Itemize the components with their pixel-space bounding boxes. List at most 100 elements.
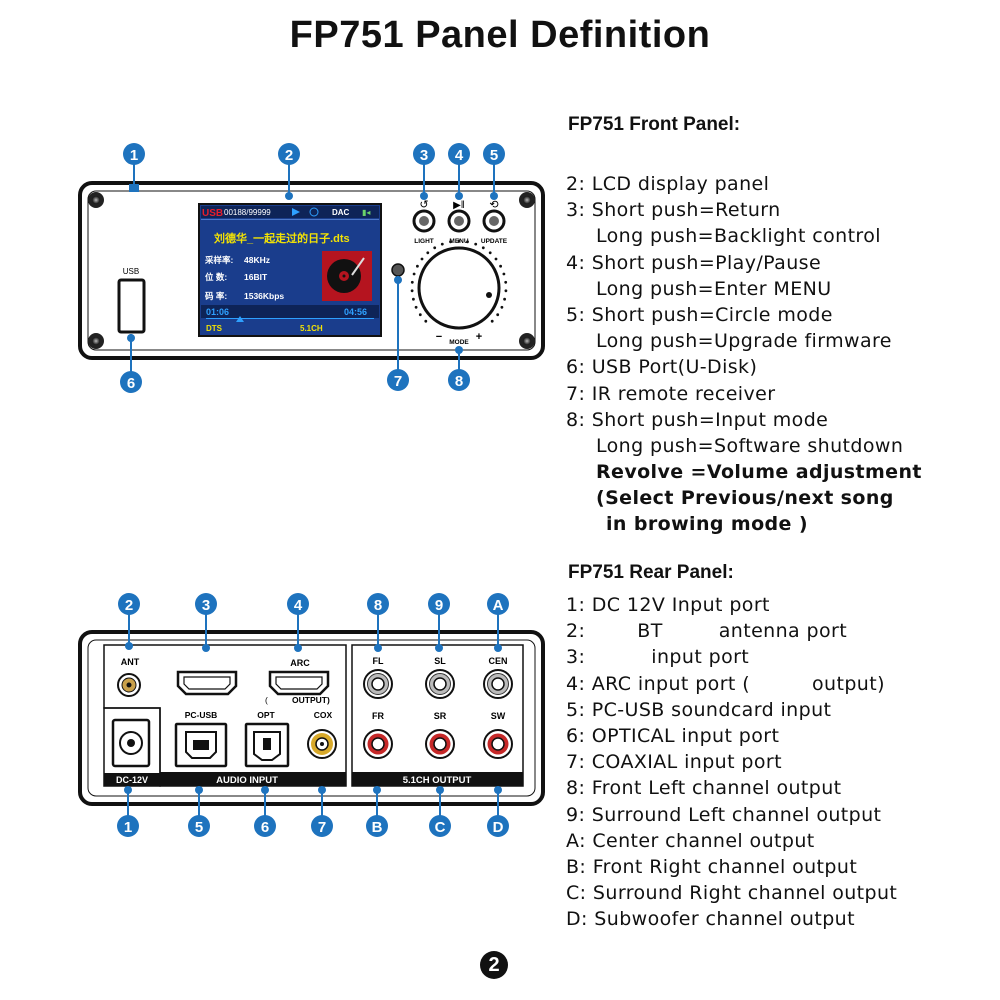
knob-tick — [488, 251, 492, 255]
svg-text:3: 3 — [202, 597, 210, 614]
list-item-text: Long push=Upgrade firmware — [596, 330, 892, 353]
list-item-text: 9: — [566, 803, 586, 826]
knob-minus: − — [436, 331, 442, 343]
list-item: B: Front Right channel output — [566, 854, 996, 880]
list-item: D: Subwoofer channel output — [566, 906, 996, 932]
screw-icon — [519, 192, 535, 208]
list-item-text: A: — [566, 829, 586, 852]
page-number: 2 — [480, 951, 508, 979]
list-item-text: 5: — [566, 303, 586, 326]
knob-plus: + — [476, 331, 482, 343]
list-item-text: 2: — [566, 173, 586, 195]
front-panel-diagram: USB USB 00188/99999 DAC ▮◂ 刘德华_一起走过的日子.d… — [78, 143, 545, 393]
rca-cen — [483, 669, 513, 699]
list-item-text: PC-USB soundcard input — [591, 698, 832, 721]
list-item: Long push=Enter MENU — [566, 276, 996, 302]
list-item: 6: USB Port(U-Disk) — [566, 354, 996, 380]
usb-port[interactable] — [117, 278, 146, 334]
update-button[interactable] — [482, 209, 506, 233]
list-item-text: Surround Right channel output — [592, 882, 898, 905]
audio-input-caption: AUDIO INPUT — [216, 775, 278, 786]
lcd-song-title: 刘德华_一起走过的日子.dts — [214, 231, 350, 245]
svg-text:D: D — [493, 819, 504, 836]
list-item-text: Surround Left channel output — [591, 803, 882, 826]
list-item: C: Surround Right channel output — [566, 880, 996, 906]
pc-usb-label: PC-USB — [185, 710, 218, 720]
list-item-text: BT — [637, 620, 663, 643]
list-item-text: LCD display panel — [591, 173, 770, 195]
output-label-sl: SL — [434, 656, 446, 666]
list-item: 5: PC-USB soundcard input — [566, 697, 996, 723]
svg-text:1: 1 — [130, 147, 138, 164]
knob-tick — [466, 240, 469, 244]
dc-label: DC-12V — [116, 775, 148, 785]
output-label-sr: SR — [434, 711, 447, 721]
svg-text:4: 4 — [294, 597, 303, 614]
callout-1: 1 — [123, 143, 145, 165]
list-item: 8: Front Left channel output — [566, 775, 996, 801]
callout-8: 8 — [367, 593, 389, 615]
arc-label: ARC — [290, 658, 310, 668]
rca-sw — [483, 729, 513, 759]
knob-tick — [490, 319, 494, 323]
lcd-progress-track — [206, 318, 374, 319]
cycle-icon: ⟲ — [489, 199, 498, 211]
usb-label: USB — [123, 267, 139, 276]
lcd-row-label: 采样率: — [204, 255, 234, 265]
knob-tick — [420, 257, 424, 261]
list-item-text: IR remote receiver — [591, 382, 776, 405]
list-item-text: input port — [651, 646, 750, 669]
menu-button[interactable] — [447, 209, 471, 233]
rca-sl — [425, 669, 455, 699]
list-item-text: Long push=Software shutdown — [596, 434, 904, 457]
list-item-text: Front Left channel output — [591, 777, 842, 800]
power-led — [129, 184, 139, 192]
svg-text:8: 8 — [455, 373, 463, 390]
callout-7: 7 — [311, 815, 333, 837]
rca-sr — [425, 729, 455, 759]
light-button[interactable] — [412, 209, 436, 233]
svg-text:9: 9 — [435, 597, 443, 614]
knob-tick — [424, 319, 428, 323]
callout-1: 1 — [117, 815, 139, 837]
lcd-row-value: 1536Kbps — [244, 291, 284, 301]
front-panel-list: 2: LCD display panel 3: Short push=Retur… — [566, 171, 996, 538]
svg-text:7: 7 — [394, 373, 402, 390]
callout-a: A — [487, 593, 509, 615]
list-item-text: Center channel output — [592, 829, 815, 852]
list-item-text: D: — [566, 908, 588, 931]
knob-tick — [410, 280, 414, 284]
knob-tick — [410, 289, 414, 293]
list-item: Long push=Software shutdown — [566, 433, 996, 459]
opt-label: OPT — [257, 710, 275, 720]
list-item-text: 3: — [566, 646, 586, 669]
knob-tick — [504, 289, 508, 293]
dc-jack — [111, 718, 151, 768]
lcd-track-counter: 00188/99999 — [224, 208, 271, 217]
lcd-row-value: 48KHz — [244, 255, 270, 265]
knob-tick — [494, 257, 498, 261]
ir-receiver — [391, 263, 405, 277]
list-item: 4: ARC input port (output) — [566, 671, 996, 697]
list-item-text: Short push=Input mode — [591, 408, 829, 431]
bold-note: in browing mode ) — [606, 513, 808, 536]
list-item: 5: Short push=Circle mode — [566, 302, 996, 328]
lcd-row-label: 位 数: — [205, 272, 227, 282]
callout-d: D — [487, 815, 509, 837]
list-item-text: Short push=Play/Pause — [591, 251, 822, 274]
button-label: LIGHT — [414, 238, 434, 245]
list-item-text: COAXIAL input port — [591, 751, 782, 774]
coaxial-port — [307, 729, 337, 759]
rear-panel-diagram: AUDIO INPUT DC-12V ANT ARC ( OUTPUT) PC-… — [78, 593, 545, 837]
page-title: FP751 Panel Definition — [289, 14, 711, 56]
lcd-channels: 5.1CH — [300, 324, 323, 333]
mode-knob[interactable] — [417, 246, 501, 330]
arc-sub-left: ( — [265, 695, 268, 705]
knob-tick — [414, 305, 418, 309]
list-item-text: 5: — [566, 698, 586, 721]
list-item-text: USB Port(U-Disk) — [591, 356, 758, 379]
list-item-text: Long push=Enter MENU — [596, 277, 832, 300]
svg-text:7: 7 — [318, 819, 326, 836]
output-label-sw: SW — [491, 711, 506, 721]
